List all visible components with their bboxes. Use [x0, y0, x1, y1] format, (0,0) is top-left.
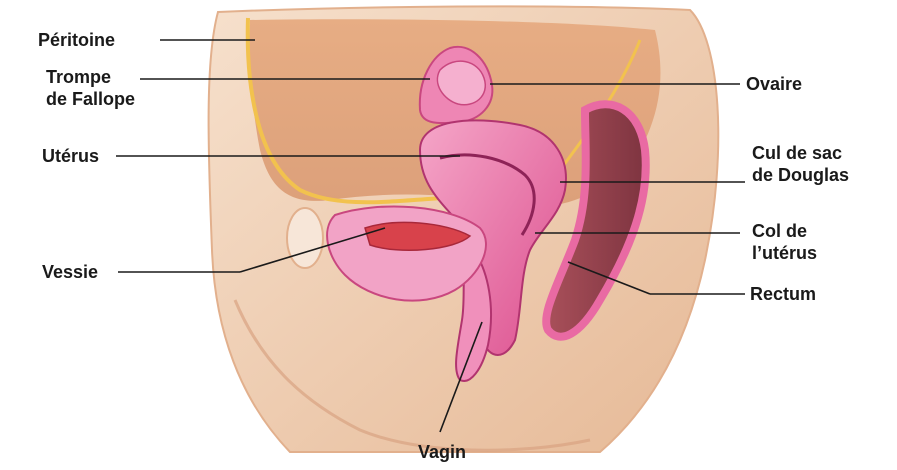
label-trompe-line1: Trompe: [46, 66, 135, 88]
label-cul-de-sac-de-douglas: Cul de sac de Douglas: [752, 142, 849, 186]
label-vessie: Vessie: [42, 261, 98, 283]
label-cul-line1: Cul de sac: [752, 142, 849, 164]
label-rectum: Rectum: [750, 283, 816, 305]
label-uterus-text: Utérus: [42, 145, 99, 167]
label-col-de-luterus: Col de l’utérus: [752, 220, 817, 264]
label-col-line2: l’utérus: [752, 242, 817, 264]
label-col-line1: Col de: [752, 220, 817, 242]
label-ovaire: Ovaire: [746, 73, 802, 95]
pubic-bone: [287, 208, 323, 268]
label-vessie-text: Vessie: [42, 261, 98, 283]
label-vagin-text: Vagin: [418, 441, 466, 463]
label-uterus: Utérus: [42, 145, 99, 167]
label-trompe-line2: de Fallope: [46, 88, 135, 110]
label-ovaire-text: Ovaire: [746, 73, 802, 95]
label-trompe-de-fallope: Trompe de Fallope: [46, 66, 135, 110]
label-peritoine-text: Péritoine: [38, 29, 115, 51]
label-rectum-text: Rectum: [750, 283, 816, 305]
label-vagin: Vagin: [418, 441, 466, 463]
label-peritoine: Péritoine: [38, 29, 115, 51]
label-cul-line2: de Douglas: [752, 164, 849, 186]
